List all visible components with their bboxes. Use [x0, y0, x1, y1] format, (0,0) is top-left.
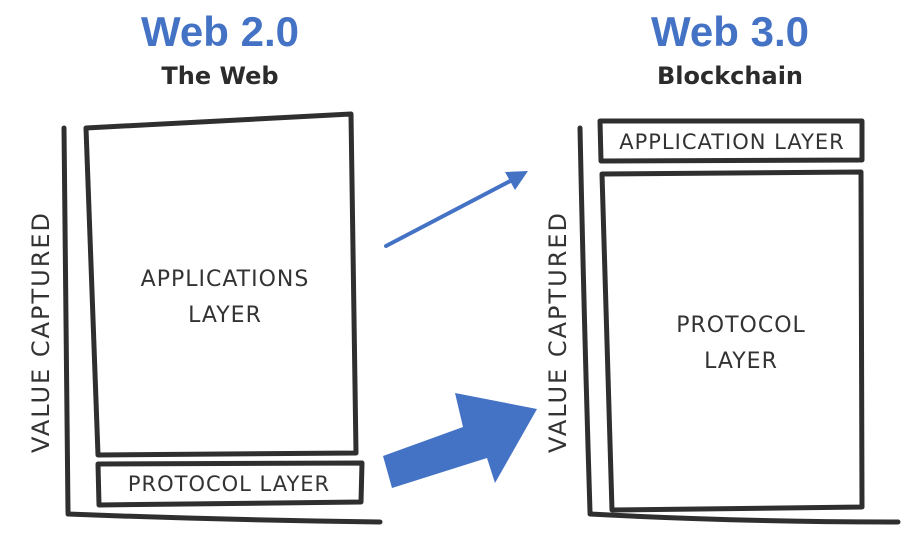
web3-subtitle: Blockchain [656, 62, 803, 90]
right-y-axis [577, 125, 593, 515]
right-x-axis [587, 511, 901, 525]
left-applications-layer-line-1: APPLICATIONS [140, 267, 310, 292]
thin-arrow-shaft [384, 176, 518, 248]
web2-title: Web 2.0 [141, 8, 299, 55]
right-protocol-layer-line-2: LAYER [704, 349, 778, 374]
web3-title: Web 3.0 [651, 8, 809, 55]
thick-arrow [383, 393, 537, 488]
left-value-captured-label: VALUE CAPTURED [27, 210, 55, 454]
right-protocol-layer-box [599, 169, 865, 513]
left-protocol-layer-label: PROTOCOL LAYER [127, 472, 331, 496]
left-applications-layer-label: APPLICATIONS LAYER [110, 262, 340, 334]
right-value-captured-label: VALUE CAPTURED [544, 210, 572, 454]
thin-arrow [384, 171, 528, 248]
right-protocol-layer-label: PROTOCOL LAYER [610, 308, 872, 380]
left-axes [61, 125, 383, 525]
right-axes [577, 125, 901, 525]
left-x-axis [65, 511, 383, 525]
left-y-axis [61, 125, 71, 515]
right-protocol-layer-line-1: PROTOCOL [676, 313, 806, 338]
left-protocol-layer-box [95, 460, 365, 508]
left-applications-layer-box [83, 111, 359, 458]
web2-subtitle: The Web [161, 62, 279, 90]
left-applications-layer-line-2: LAYER [188, 303, 262, 328]
right-application-layer-box [597, 118, 865, 164]
thin-arrow-head [505, 171, 528, 190]
right-application-layer-label: APPLICATION LAYER [619, 130, 845, 154]
